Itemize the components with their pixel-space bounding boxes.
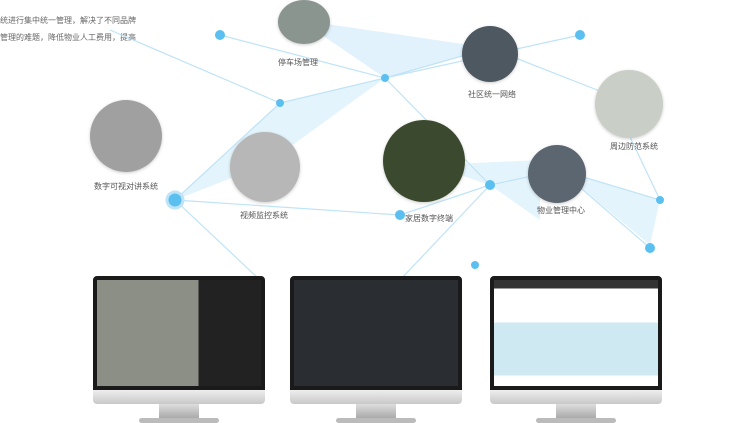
monitor-table bbox=[490, 276, 662, 423]
monitor-screen bbox=[93, 276, 265, 390]
network-node bbox=[656, 196, 664, 204]
label-home: 家居数字终端 bbox=[405, 214, 453, 223]
home-terminal-image bbox=[383, 120, 465, 202]
network-node bbox=[471, 261, 479, 269]
label-network: 社区统一网络 bbox=[468, 90, 516, 99]
label-property: 物业管理中心 bbox=[537, 206, 585, 215]
monitor-dashboard bbox=[290, 276, 462, 423]
label-parking: 停车场管理 bbox=[278, 58, 318, 67]
network-node bbox=[575, 30, 585, 40]
perimeter-image bbox=[595, 70, 663, 138]
network-fill bbox=[560, 170, 660, 245]
network-fill bbox=[300, 20, 490, 78]
network-node bbox=[395, 210, 405, 220]
monitor-screen bbox=[490, 276, 662, 390]
intercom-image bbox=[90, 100, 162, 172]
property-center-image bbox=[528, 145, 586, 203]
network-node bbox=[276, 99, 284, 107]
parking-image bbox=[278, 0, 330, 44]
network-node bbox=[485, 180, 495, 190]
intro-line-1: 统进行集中统一管理，解决了不同品牌 bbox=[0, 16, 136, 25]
network-node bbox=[215, 30, 225, 40]
network-node bbox=[645, 243, 655, 253]
intro-text: 统进行集中统一管理，解决了不同品牌 管理的难题，降低物业人工费用，提高 bbox=[0, 12, 136, 46]
network-fill bbox=[430, 160, 540, 220]
network-image bbox=[462, 26, 518, 82]
camera-image bbox=[230, 132, 300, 202]
intro-line-2: 管理的难题，降低物业人工费用，提高 bbox=[0, 33, 136, 42]
network-node bbox=[165, 190, 185, 210]
label-intercom: 数字可视对讲系统 bbox=[94, 182, 158, 191]
network-node bbox=[381, 74, 389, 82]
monitor-video bbox=[93, 276, 265, 423]
label-perimeter: 周边防范系统 bbox=[610, 142, 658, 151]
label-video: 视频监控系统 bbox=[240, 211, 288, 220]
monitor-screen bbox=[290, 276, 462, 390]
